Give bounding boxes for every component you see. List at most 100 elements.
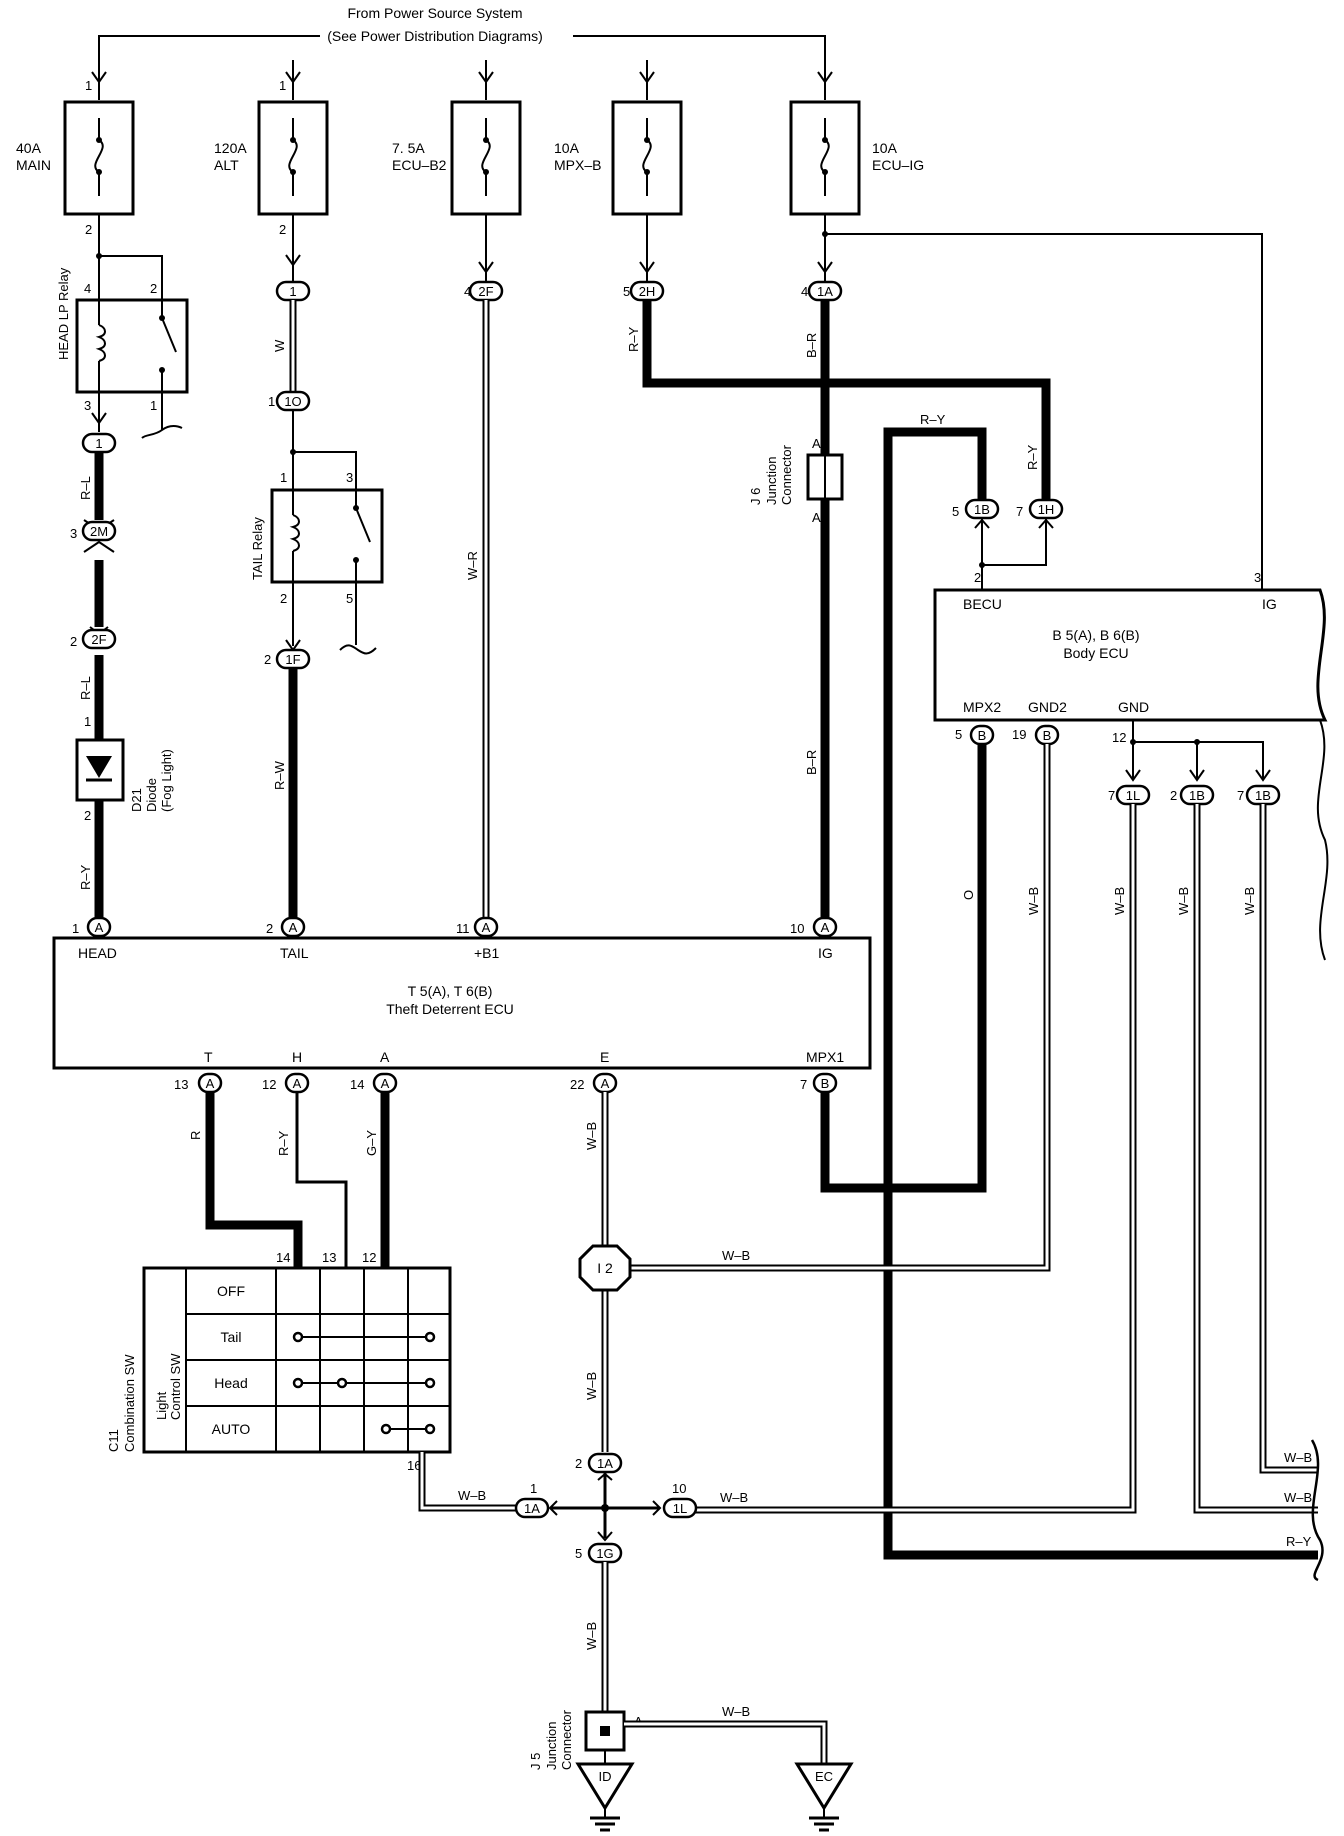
svg-text:5: 5 — [955, 727, 962, 742]
svg-text:G–Y: G–Y — [364, 1130, 379, 1156]
svg-text:10: 10 — [790, 921, 804, 936]
svg-text:3: 3 — [1254, 570, 1261, 585]
connector-1h-body: 7 1H — [982, 498, 1064, 566]
svg-text:E: E — [600, 1049, 609, 1065]
svg-text:1: 1 — [280, 470, 287, 485]
gnd-wb-wires: W–B W–B W–B W–B W–B W–B — [686, 804, 1318, 1514]
svg-text:7: 7 — [1108, 788, 1115, 803]
fuse-alt-rating: 120A — [214, 140, 247, 156]
svg-text:R–Y: R–Y — [276, 1130, 291, 1156]
switch-sub2: Control SW — [168, 1353, 183, 1420]
head-lp-relay-name: HEAD LP Relay — [56, 267, 71, 360]
svg-text:H: H — [292, 1049, 302, 1065]
svg-text:2F: 2F — [478, 284, 493, 299]
switch-ground-wire: W–B — [418, 1452, 516, 1512]
j5-type2: Connector — [559, 1709, 574, 1770]
fuse-alt: 1 120A ALT 2 — [214, 78, 329, 237]
svg-text:2H: 2H — [639, 284, 656, 299]
svg-text:B: B — [1043, 728, 1052, 743]
svg-text:14: 14 — [350, 1077, 364, 1092]
svg-text:O: O — [961, 890, 976, 900]
svg-text:A: A — [381, 1076, 390, 1091]
svg-text:22: 22 — [570, 1077, 584, 1092]
svg-text:1A: 1A — [597, 1456, 613, 1471]
body-ecu-lower-pins: 5 B 19 B 12 — [955, 724, 1126, 746]
svg-text:1: 1 — [84, 714, 91, 729]
svg-text:2: 2 — [575, 1456, 582, 1471]
svg-text:2: 2 — [266, 921, 273, 936]
switch-wires: R R–Y G–Y 14 13 12 — [188, 1092, 390, 1268]
body-ecu-code: B 5(A), B 6(B) — [1052, 627, 1139, 643]
j5-wire: W–B — [584, 1562, 609, 1712]
body-ecu-mpx2: MPX2 — [963, 699, 1001, 715]
svg-text:R–Y: R–Y — [1025, 444, 1040, 470]
body-ecu-becu: BECU — [963, 596, 1002, 612]
svg-text:W–B: W–B — [458, 1488, 486, 1503]
fuse-mpx-b: 10A MPX–B — [554, 100, 683, 216]
svg-text:1F: 1F — [285, 652, 300, 667]
svg-text:A: A — [601, 1076, 610, 1091]
svg-text:1L: 1L — [673, 1501, 687, 1516]
fuse-ecu-ig-rating: 10A — [872, 140, 898, 156]
switch-position-auto: AUTO — [212, 1421, 251, 1437]
switch-name: Combination SW — [122, 1354, 137, 1452]
svg-text:ID: ID — [599, 1769, 612, 1784]
svg-text:13: 13 — [174, 1077, 188, 1092]
fuse-ecu-b2-rating: 7. 5A — [392, 140, 425, 156]
svg-text:MPX1: MPX1 — [806, 1049, 844, 1065]
svg-text:1: 1 — [530, 1481, 537, 1496]
svg-text:W–B: W–B — [722, 1704, 750, 1719]
power-input-arrows — [91, 60, 833, 100]
diode-d21: 1 2 D21 Diode (Fog Light) — [75, 714, 174, 823]
svg-text:2: 2 — [280, 591, 287, 606]
svg-text:2: 2 — [264, 652, 271, 667]
svg-text:W–B: W–B — [584, 1122, 599, 1150]
junction-connector-j5: A W–B J 5 Junction Connector — [528, 1704, 828, 1788]
svg-text:1A: 1A — [524, 1501, 540, 1516]
svg-text:B–R: B–R — [804, 750, 819, 775]
fuse-ecu-b2: 7. 5A ECU–B2 — [392, 100, 522, 216]
svg-text:10: 10 — [672, 1481, 686, 1496]
svg-text:R–Y: R–Y — [1286, 1534, 1312, 1549]
svg-text:2: 2 — [974, 570, 981, 585]
svg-text:A: A — [289, 920, 298, 935]
e-ground-wire: W–B W–B — [584, 1092, 609, 1452]
svg-text:A: A — [380, 1049, 390, 1065]
cut-edge-right — [1310, 1439, 1324, 1582]
ig-column: 4 1A B–R B–R — [801, 214, 1263, 922]
svg-text:B–R: B–R — [804, 333, 819, 358]
theft-deterrent-ecu: 1 A 2 A 11 A 10 A HEAD TAIL +B1 IG T 5(A… — [52, 916, 872, 1094]
header-line1: From Power Source System — [347, 5, 522, 21]
svg-text:2: 2 — [84, 808, 91, 823]
svg-text:W–B: W–B — [1284, 1490, 1312, 1505]
svg-text:11: 11 — [456, 921, 470, 936]
svg-text:14: 14 — [276, 1250, 290, 1265]
svg-text:1: 1 — [289, 284, 296, 299]
svg-text:W–B: W–B — [584, 1622, 599, 1650]
svg-text:3: 3 — [70, 526, 77, 541]
switch-position-head: Head — [214, 1375, 247, 1391]
svg-text:W–B: W–B — [1112, 887, 1127, 915]
fuse-main-name: MAIN — [16, 157, 51, 173]
svg-text:1: 1 — [268, 394, 275, 409]
svg-text:2M: 2M — [90, 524, 108, 539]
j6-type: Junction — [764, 457, 779, 505]
svg-text:A: A — [821, 920, 830, 935]
fuse-alt-name: ALT — [214, 157, 239, 173]
svg-text:5: 5 — [575, 1546, 582, 1561]
svg-text:3: 3 — [84, 398, 91, 413]
svg-text:4: 4 — [801, 284, 808, 299]
svg-text:7: 7 — [1237, 788, 1244, 803]
j5-type: Junction — [544, 1722, 559, 1770]
svg-text:12: 12 — [1112, 730, 1126, 745]
fuse-main-rating: 40A — [16, 140, 42, 156]
switch-sub1: Light — [154, 1391, 169, 1420]
svg-text:1H: 1H — [1038, 502, 1055, 517]
tail-relay: 1 3 2 5 TAIL Relay — [250, 470, 384, 655]
svg-text:W–B: W–B — [720, 1490, 748, 1505]
svg-text:EC: EC — [815, 1769, 833, 1784]
svg-text:A: A — [812, 510, 821, 525]
connector-1-head: 1 — [81, 432, 117, 454]
connector-2m: 3 2M — [70, 519, 117, 553]
connector-1f: 2 1F R–W — [264, 582, 311, 922]
